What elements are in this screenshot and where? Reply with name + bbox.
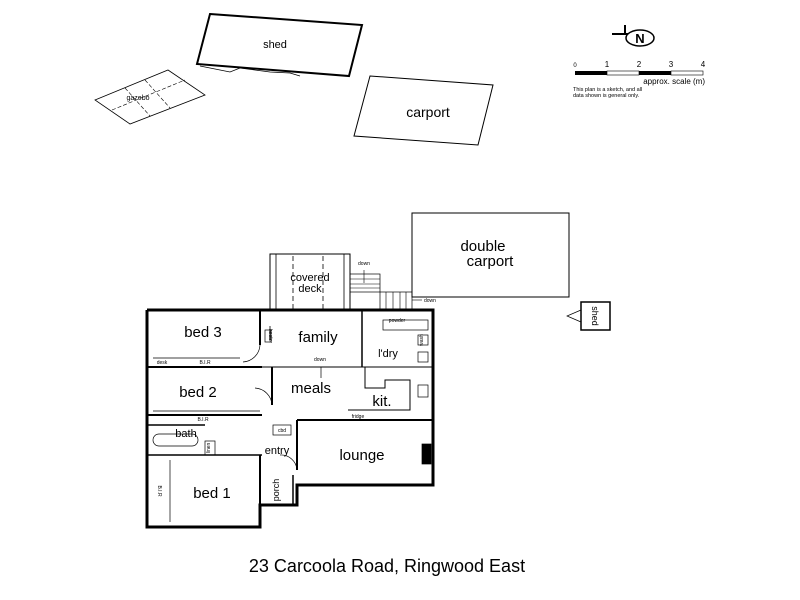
room-bath: bath [175, 428, 196, 440]
north-letter: N [635, 31, 644, 46]
gazebo-label: gazebo [127, 95, 150, 102]
disclaimer-line2: data shown is general only. [573, 93, 640, 99]
covered-deck-label: deck [298, 283, 322, 295]
bir-label: B.I.R [197, 417, 209, 423]
shed-top: shed [195, 12, 364, 78]
shed-right: shed [566, 301, 611, 331]
double-carport-label: carport [467, 253, 515, 270]
room-entry: entry [265, 445, 290, 457]
wash-label: wash [419, 334, 425, 346]
powder-label: powder [389, 318, 406, 324]
desk-label: desk [157, 360, 168, 366]
double-carport: double carport [411, 212, 570, 298]
covered-deck-label: covered [290, 272, 329, 284]
gazebo: gazebo [94, 69, 206, 125]
scale-tick: 2 [637, 60, 642, 69]
house-walls [145, 308, 435, 529]
bir-label: B.I.R [199, 360, 211, 366]
room-bed-2: bed 2 [179, 384, 217, 401]
shed-top-label: shed [263, 39, 287, 51]
fridge-label: fridge [352, 414, 365, 420]
cbd-label: cbd [278, 428, 286, 434]
shed-right-label: shed [590, 306, 600, 326]
room-bed-3: bed 3 [184, 324, 222, 341]
linen-label: linen [206, 443, 212, 454]
scale-tick: 3 [669, 60, 674, 69]
room-kitchen: kit. [372, 393, 391, 410]
room-laundry: l'dry [378, 348, 398, 360]
address-title: 23 Carcoola Road, Ringwood East [249, 556, 525, 576]
room-bed-1: bed 1 [193, 485, 231, 502]
scale-bar: 0 1 2 3 4 approx. scale (m) This plan is… [573, 60, 706, 99]
scale-tick: 4 [701, 60, 706, 69]
covered-deck: covered deck [269, 253, 351, 310]
bir-label: B.I.R [156, 485, 162, 497]
scale-label: approx. scale (m) [643, 77, 705, 86]
stairs: down down [349, 261, 436, 311]
room-porch: porch [271, 479, 281, 502]
disclaimer-line1: This plan is a sketch, and all [573, 87, 642, 93]
carport-label: carport [406, 104, 450, 120]
carport-top: carport [353, 75, 494, 146]
down-label: down [424, 298, 436, 304]
room-family: family [298, 329, 338, 346]
scale-tick: 1 [605, 60, 610, 69]
down-label: down [314, 357, 326, 363]
room-meals: meals [291, 380, 331, 397]
down-label: down [358, 261, 370, 267]
north-arrow: N [612, 25, 655, 47]
heater-label: heater [267, 329, 273, 344]
double-carport-label: double [460, 238, 505, 255]
scale-tick: 0 [573, 63, 577, 69]
room-lounge: lounge [339, 447, 384, 464]
